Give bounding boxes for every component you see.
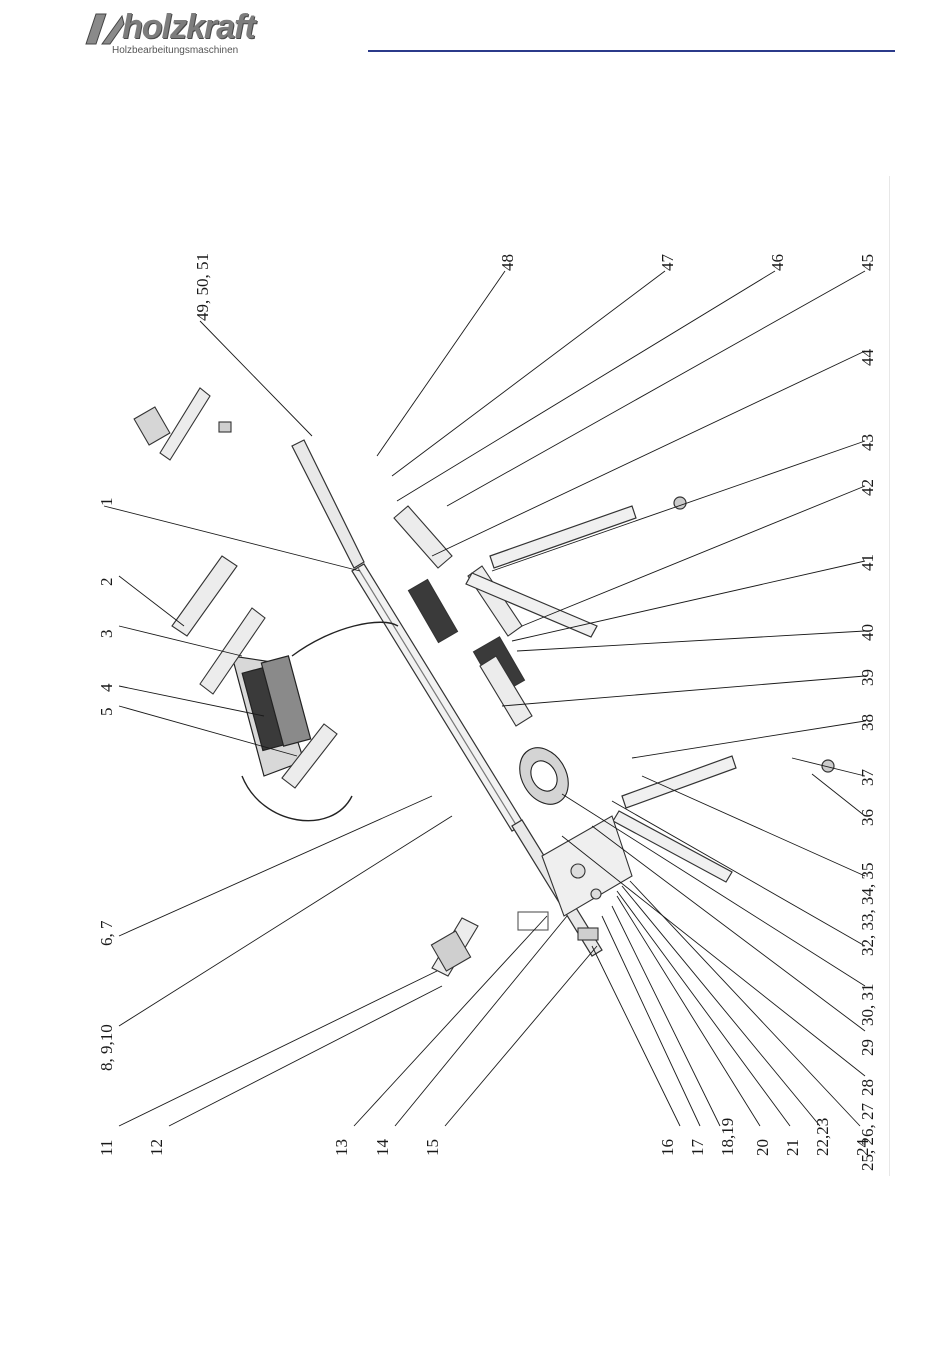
callout-32-35: 32, 33, 34, 35 xyxy=(858,863,877,957)
right-assembly xyxy=(394,506,532,726)
callout-8-9-10: 8, 9,10 xyxy=(97,1024,116,1071)
leader-lines xyxy=(104,271,865,1126)
exploded-parts-diagram: 1 2 3 4 5 6, 7 8, 9,10 11 12 13 14 15 16… xyxy=(92,176,890,1176)
callout-18-19: 18,19 xyxy=(718,1118,737,1156)
brand-tagline: Holzbearbeitungsmaschinen xyxy=(112,45,238,56)
callout-29: 29 xyxy=(858,1039,877,1056)
diagram-svg: 1 2 3 4 5 6, 7 8, 9,10 11 12 13 14 15 16… xyxy=(92,176,890,1176)
callout-17: 17 xyxy=(688,1139,707,1157)
handwheel xyxy=(510,739,578,813)
left-support xyxy=(431,912,548,976)
callout-6-7: 6, 7 xyxy=(97,920,116,946)
callout-14: 14 xyxy=(373,1139,392,1157)
callout-41: 41 xyxy=(858,554,877,571)
callout-3: 3 xyxy=(97,630,116,639)
logo-mark-icon xyxy=(82,10,126,46)
callout-5: 5 xyxy=(97,708,116,717)
holzkraft-logo: holzkraft Holzbearbeitungsmaschinen xyxy=(82,8,322,60)
callout-2: 2 xyxy=(97,578,116,587)
callout-48: 48 xyxy=(498,254,517,271)
callout-39: 39 xyxy=(858,669,877,686)
callout-36: 36 xyxy=(858,809,877,826)
callout-30-31: 30, 31 xyxy=(858,984,877,1027)
callout-11: 11 xyxy=(97,1140,116,1156)
callout-43: 43 xyxy=(858,434,877,451)
callout-13: 13 xyxy=(332,1139,351,1156)
callout-46: 46 xyxy=(768,254,787,271)
gear-plate xyxy=(542,816,632,940)
top-left-bracket xyxy=(134,388,231,460)
callout-28: 28 xyxy=(858,1079,877,1096)
callout-38: 38 xyxy=(858,714,877,731)
callout-40: 40 xyxy=(858,624,877,641)
header-rule xyxy=(368,50,895,52)
callout-22-23: 22,23 xyxy=(813,1118,832,1156)
callout-20: 20 xyxy=(753,1139,772,1156)
callout-44: 44 xyxy=(858,349,877,367)
callout-1: 1 xyxy=(97,498,116,507)
brand-name: holzkraft xyxy=(122,8,255,47)
callout-12: 12 xyxy=(147,1139,166,1156)
callout-37: 37 xyxy=(858,769,877,787)
callout-47: 47 xyxy=(658,254,677,272)
callout-15: 15 xyxy=(423,1139,442,1156)
callout-21: 21 xyxy=(783,1139,802,1156)
callout-16: 16 xyxy=(658,1139,677,1156)
callout-45: 45 xyxy=(858,254,877,271)
callout-49-50-51: 49, 50, 51 xyxy=(193,253,212,321)
callout-4: 4 xyxy=(97,683,116,692)
saw-head xyxy=(232,622,398,820)
callout-25-26-27: 25, 26, 27 xyxy=(858,1103,877,1172)
callout-42: 42 xyxy=(858,479,877,496)
